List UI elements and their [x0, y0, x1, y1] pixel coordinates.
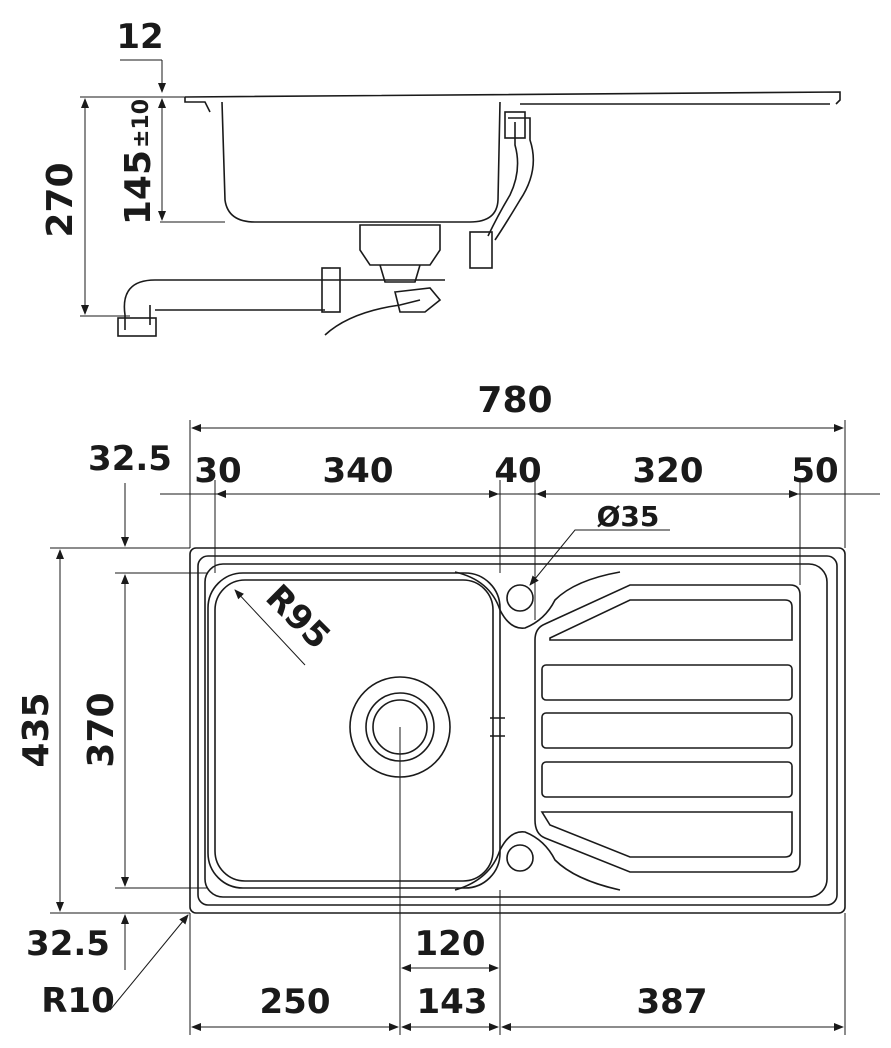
dim-total-depth-label: 435 [16, 692, 57, 767]
overflow-hose [487, 117, 535, 241]
dim-waste-to-center-label: 143 [417, 982, 488, 1022]
dim-bowl-width-label: 340 [323, 451, 394, 491]
tap-hole [506, 584, 534, 612]
drainer-groove [541, 664, 793, 701]
side-view: 12 270 145 ±10 [40, 17, 841, 337]
drainer-groove [541, 712, 793, 749]
leader-r95 [234, 589, 306, 666]
drainer-groove [549, 599, 793, 641]
bowl-profile [221, 101, 501, 223]
tap-hole [506, 844, 534, 872]
sink-deck [204, 563, 828, 898]
sink-inner-rim [197, 555, 838, 906]
dim-drainer-width-label: 320 [633, 451, 704, 491]
leader-r10 [109, 914, 189, 1011]
pipe-nut [321, 267, 341, 313]
dim-left-margin-label: 30 [194, 451, 241, 491]
dim-right-margin-label: 50 [791, 451, 838, 491]
sink-rim [184, 91, 841, 113]
waste-fitting [359, 224, 441, 283]
bowl [207, 572, 501, 889]
drainer-groove [540, 811, 793, 858]
dim-bowl-depth-label: 370 [81, 692, 122, 767]
dim-tap-hole-label: Ø35 [597, 500, 660, 533]
extension-lines [50, 420, 846, 1035]
dim-height-label: 270 [40, 162, 81, 237]
drain-pipe [123, 279, 445, 330]
dim-top-margin-label: 32.5 [88, 439, 172, 479]
drainer [534, 584, 801, 873]
hose-coupling [469, 231, 493, 269]
center-mark [490, 717, 505, 737]
dim-bowl-depth-label: 145 [118, 150, 159, 225]
leader-tap-hole [529, 529, 670, 586]
sink-outline [189, 547, 846, 914]
dim-left-to-waste-label: 250 [260, 982, 331, 1022]
dim-rim-label: 12 [116, 17, 163, 57]
bowl-inner [214, 579, 494, 882]
bowl-divider-ridge [454, 571, 621, 891]
dim-bowl-radius-label: R95 [258, 577, 338, 657]
dim-waste-offset-label: 120 [415, 924, 486, 964]
dim-center-to-right-label: 387 [637, 982, 708, 1022]
dim-total-width-label: 780 [477, 380, 552, 421]
overflow-cable [324, 287, 442, 336]
dim-corner-radius-label: R10 [41, 981, 115, 1021]
dim-center-gap-label: 40 [494, 451, 541, 491]
overflow-fitting [504, 111, 526, 139]
dim-bottom-margin-label: 32.5 [26, 924, 110, 964]
dim-bowl-depth-tolerance: ±10 [129, 99, 154, 148]
top-view: 780 32.5 30 340 40 320 50 Ø35 R95 435 37… [16, 380, 880, 1035]
drainer-groove [541, 761, 793, 798]
pipe-outlet [117, 317, 157, 337]
